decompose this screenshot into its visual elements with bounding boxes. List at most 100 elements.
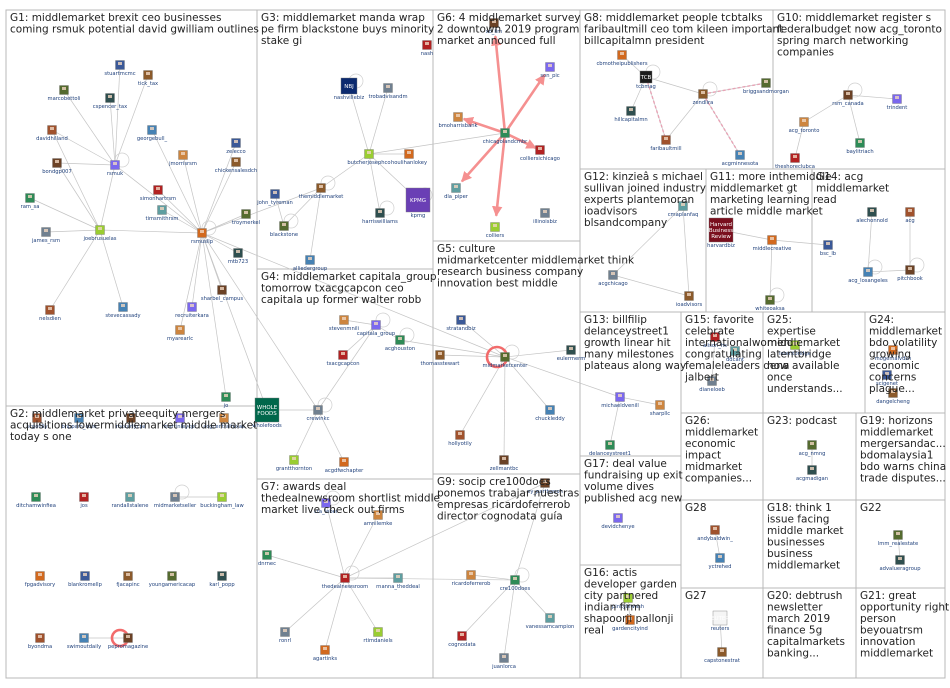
node-bondgp007[interactable]: bondgp007 <box>42 158 72 176</box>
node-stevecassady[interactable]: stevecassady <box>105 302 141 320</box>
node-cspencer-tax[interactable]: cspencer_tax <box>93 93 127 111</box>
node-davidhilland[interactable]: davidhilland <box>36 125 68 143</box>
node-chickensalesdch[interactable]: chickensalesdch <box>215 157 257 175</box>
node-acgcentraltexas[interactable]: acgcentraltexas <box>203 413 245 431</box>
node-capitala-group[interactable]: capitala_group <box>357 320 396 338</box>
node-acg[interactable]: acg <box>905 207 915 225</box>
node-jo[interactable]: jo <box>221 392 231 410</box>
node-fjacapinc[interactable]: fjacapinc <box>116 571 140 589</box>
node-gardencityind[interactable]: gardencityind <box>612 615 648 633</box>
node-whiteoaksa[interactable]: whiteoaksa <box>755 295 785 313</box>
node-chuckleddy[interactable]: chuckleddy <box>535 405 565 423</box>
node-karl-popp[interactable]: karl_popp <box>209 571 235 589</box>
node-recruiterkara[interactable]: recruiterkara <box>175 302 209 320</box>
node-swimoutdaily[interactable]: swimoutdaily <box>67 633 101 651</box>
node-youngamericacap[interactable]: youngamericacap <box>149 571 196 589</box>
node-randallstalene[interactable]: randallstalene <box>112 492 149 510</box>
node-ioadvisors[interactable]: ioadvisors <box>676 291 703 309</box>
node-butcherjosephco[interactable]: butcherjosephco <box>347 149 391 167</box>
node-ey-parthenon[interactable]: ey_parthenon <box>527 478 563 496</box>
node-agartinks[interactable]: agartinks <box>313 645 338 663</box>
node-cbmotheipublishers[interactable]: cbmotheipublishers <box>596 50 648 68</box>
node-latentbridge[interactable]: latentbridge <box>779 340 811 358</box>
node-stuartmcmc[interactable]: stuartmcmc <box>104 60 136 78</box>
node-buckingham-law[interactable]: buckingham_law <box>200 492 244 510</box>
node-amnilemke[interactable]: amnilemke <box>364 510 393 528</box>
node-eulermerm[interactable]: eulermerm <box>557 345 586 363</box>
node-ricardoferrerob[interactable]: ricardoferrerob <box>452 570 492 588</box>
node-cre100does[interactable]: cre100does <box>500 575 531 593</box>
node-rsmuk[interactable]: rsmuk <box>107 160 123 178</box>
node-pitchbook[interactable]: pitchbook <box>897 265 923 283</box>
node-acgdfwchapter[interactable]: acgdfwchapter <box>325 457 364 475</box>
node-juanlorca[interactable]: juanlorca <box>491 653 516 671</box>
node-devidchenye[interactable]: devidchenye <box>601 513 635 531</box>
node-cmaplanfaq[interactable]: cmaplanfaq <box>668 201 699 219</box>
node-jos[interactable]: jos <box>79 492 89 510</box>
node-scgofilly[interactable]: scgofilly <box>26 413 48 431</box>
node-zendlira[interactable]: zendlira <box>693 89 714 107</box>
node-themiddlemarket[interactable]: themiddlemarket <box>299 183 344 201</box>
node-vanessamcampion[interactable]: vanessamcampion <box>526 613 575 631</box>
node-dianeloeb[interactable]: dianeloeb <box>699 376 725 394</box>
node-martinleycpr[interactable]: martinleycpr <box>163 413 197 431</box>
node-grantthornton[interactable]: grantthornton <box>276 455 312 473</box>
node-ditchamwinfiea[interactable]: ditchamwinfiea <box>16 492 56 510</box>
node-illinoisbiz[interactable]: illinoisbiz <box>533 208 557 226</box>
node-cta-leber[interactable]: cta_leber <box>314 498 339 516</box>
node-faribaultmill[interactable]: faribaultmill <box>650 135 682 153</box>
node-zelecco[interactable]: zelecco <box>226 138 246 156</box>
node-harriswilliams[interactable]: harriswilliams <box>362 208 398 226</box>
node-txacgcapcon[interactable]: txacgcapcon <box>326 350 360 368</box>
node-fpgadvisory[interactable]: fpgadvisory <box>25 571 55 589</box>
node-rsm-canada[interactable]: rsm_canada <box>832 90 864 108</box>
node-alechonnold[interactable]: alechonnold <box>856 207 888 225</box>
node-hollyotily[interactable]: hollyotily <box>448 430 472 448</box>
node-son-pic[interactable]: son_pic <box>540 62 560 80</box>
node-rnanna-theddeal[interactable]: rnanna_theddeal <box>376 573 420 591</box>
node-acgmadigan[interactable]: acgmadigan <box>796 465 828 483</box>
node-chicagolandcmbr[interactable]: chicagolandcmbr <box>483 128 528 146</box>
node-mogemalvdsn[interactable]: mogemalvdsn <box>875 345 912 363</box>
node-bsc-lb[interactable]: bsc_lb <box>820 240 837 258</box>
node-timsmithrsm[interactable]: timsmithrsm <box>146 205 179 223</box>
node-marcobetteli[interactable]: marcobettoli <box>48 85 81 103</box>
node-simonhartrsm[interactable]: simonhartrsm <box>140 185 176 203</box>
node-trindent[interactable]: trindent <box>887 94 908 112</box>
node-nelsdien[interactable]: nelsdien <box>39 305 61 323</box>
node-acg-toronto[interactable]: acg_toronto <box>789 117 820 135</box>
node-dnrnec[interactable]: dnrnec <box>258 550 276 568</box>
node-pinkyblwash[interactable]: pinkyblwash <box>612 593 644 611</box>
node-blackstone[interactable]: blackstone <box>270 221 298 239</box>
node-baylitriach[interactable]: baylitriach <box>846 138 874 156</box>
node-sharbel-campus[interactable]: sharbel_campus <box>201 285 243 303</box>
node-ram-sa[interactable]: ram_sa <box>21 193 40 211</box>
node-houlihanlokey[interactable]: houlihanlokey <box>391 149 427 167</box>
node-bnppam-com[interactable]: bnppam_com <box>61 413 97 431</box>
node-middlecreative[interactable]: middlecreative <box>753 235 792 253</box>
node-troymerkel[interactable]: troymerkel <box>232 209 260 227</box>
node-dla-piper[interactable]: dla_piper <box>444 183 469 201</box>
node-lmm-realestate[interactable]: lmm_realestate <box>878 530 918 548</box>
node-thedealnewsroom[interactable]: thedealnewsroom <box>322 573 368 591</box>
node-zellmantbc[interactable]: zellmantbc <box>490 455 519 473</box>
node-briggsandmorgan[interactable]: briggsandmorgan <box>743 78 789 96</box>
node-joebrusuelas[interactable]: joebrusuelas <box>82 225 117 243</box>
node-byondma[interactable]: byondma <box>28 633 52 651</box>
node-acg-nmng[interactable]: acg_nmng <box>799 440 826 458</box>
node-bmoharrisbank[interactable]: bmoharrisbank <box>438 112 478 130</box>
node-acg-losangeles[interactable]: acg_losangeles <box>848 267 888 285</box>
node-rtimdaniels[interactable]: rtimdaniels <box>363 627 393 645</box>
node-scigenet[interactable]: scigenet <box>876 370 898 388</box>
node-acghouston[interactable]: acghouston <box>385 335 415 353</box>
node-mtb723[interactable]: mtb723 <box>228 248 248 266</box>
node-tick-tax[interactable]: tick_tax <box>138 70 158 88</box>
node-mccarlycpa[interactable]: mccarlycpa <box>116 413 146 431</box>
node-xo-ilm[interactable]: xo_ilm <box>486 18 503 36</box>
node-capstonestrat[interactable]: capstonestrat <box>704 647 740 665</box>
node-cognodata[interactable]: cognodata <box>448 631 476 649</box>
node-ronrl[interactable]: ronrl <box>279 627 291 645</box>
